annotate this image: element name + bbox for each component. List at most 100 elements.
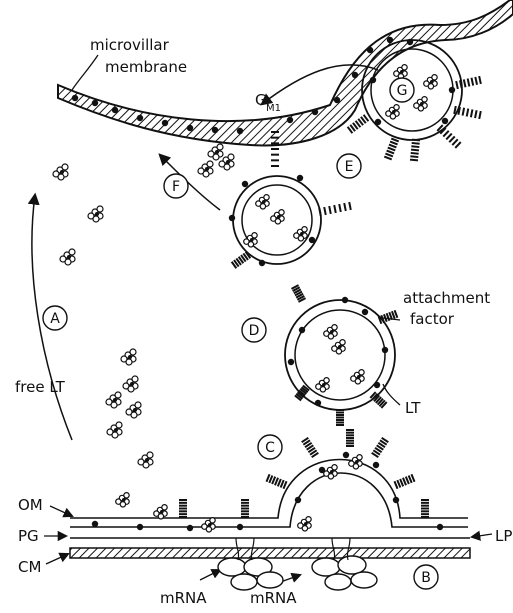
bacterial-envelope [70, 460, 470, 559]
label-factor: factor [410, 310, 455, 328]
lt-dot-icon [137, 115, 143, 121]
attachment-factor-icon [266, 474, 286, 488]
label-om: OM [18, 496, 43, 514]
lt-dot-icon [259, 260, 265, 266]
label-mrna-left: mRNA [160, 589, 207, 607]
toxin-molecule-icon [121, 349, 136, 365]
toxin-molecule-icon [294, 227, 308, 241]
lt-dot-icon [237, 128, 243, 134]
attachment-factor-icon [319, 202, 351, 216]
toxin-molecule-icon [349, 455, 363, 469]
stage-b-label: B [421, 570, 431, 586]
lt-dot-icon [162, 120, 168, 126]
stage-g-label: G [397, 83, 408, 99]
stage-d-label: D [249, 323, 260, 339]
toxin-molecule-icon [271, 210, 285, 224]
toxin-molecule-icon [107, 422, 122, 438]
label-lp: LP [495, 527, 512, 545]
lt-dot-icon [449, 87, 455, 93]
attachment-factor-icon [410, 140, 420, 161]
label-mrna-right: mRNA [250, 589, 297, 607]
lt-dot-icon [297, 175, 303, 181]
lt-dot-icon [112, 107, 118, 113]
lt-dot-icon [373, 462, 379, 468]
stage-e-label: E [345, 159, 354, 175]
lt-dot-icon [374, 382, 380, 388]
attachment-factor-icon [346, 430, 354, 446]
lt-dot-icon [393, 497, 399, 503]
arrow-cm [46, 554, 68, 564]
toxin-molecule-icon [106, 392, 121, 408]
attachment-factor-icon [241, 500, 249, 517]
attachment-factor-icon [232, 252, 251, 269]
label-pg: PG [18, 527, 39, 545]
lt-dot-icon [137, 524, 143, 530]
lt-dot-icon [299, 327, 305, 333]
lt-dot-icon [370, 77, 376, 83]
stage-b: B [414, 565, 438, 589]
toxin-molecule-icon [154, 505, 168, 519]
toxin-molecule-icon [256, 195, 269, 209]
toxin-molecule-icon [424, 75, 438, 89]
toxin-molecule-icon [324, 465, 338, 479]
arrow-lp [472, 534, 492, 537]
toxin-molecule-icon [298, 517, 312, 531]
lt-dot-icon [92, 521, 98, 527]
label-attachment: attachment [403, 289, 490, 307]
stage-a-label: A [50, 311, 60, 327]
lt-dot-icon [287, 117, 293, 123]
toxin-molecule-icon [138, 452, 153, 468]
lt-dot-icon [187, 525, 193, 531]
toxin-molecule-icon [123, 376, 138, 392]
arrow-mrna-left [200, 570, 220, 580]
stage-c-label: C [265, 440, 275, 456]
toxin-molecule-icon [126, 402, 141, 418]
cytoplasmic-membrane [70, 548, 470, 558]
attachment-factor-icon [271, 132, 279, 166]
lt-dot-icon [212, 127, 218, 133]
lt-dot-icon [343, 452, 349, 458]
lt-dot-icon [362, 309, 368, 315]
lt-dot-icon [309, 237, 315, 243]
stage-a: A [43, 306, 67, 330]
toxin-molecule-icon [316, 378, 330, 392]
stage-d: D [242, 318, 266, 342]
lt-dot-icon [187, 125, 193, 131]
attachment-factor-icon [379, 310, 398, 323]
lt-dot-icon [92, 100, 98, 106]
label-cm: CM [18, 558, 41, 576]
ribosome-clusters [218, 556, 377, 590]
lt-dot-icon [367, 47, 373, 53]
toxin-molecule-icon [202, 518, 216, 532]
lt-dot-icon [437, 524, 443, 530]
lt-dot-icon [315, 400, 321, 406]
toxin-molecule-icon [53, 164, 68, 180]
lt-dot-icon [442, 118, 448, 124]
lt-dot-icon [288, 359, 294, 365]
lt-dot-icon [382, 347, 388, 353]
stage-g: G [390, 78, 414, 102]
lt-dot-icon [72, 95, 78, 101]
stage-c: C [258, 435, 282, 459]
lt-dot-icon [229, 215, 235, 221]
stage-f-label: F [172, 179, 180, 195]
lt-dot-icon [352, 72, 358, 78]
toxin-molecule-icon [198, 161, 213, 177]
arrow-microvillar-label [72, 55, 98, 90]
label-gm1-g: G [255, 91, 267, 109]
attachment-factor-icon [384, 139, 398, 160]
lt-dot-icon [387, 37, 393, 43]
lt-dot-icon [334, 97, 340, 103]
toxin-molecule-icon [332, 340, 346, 354]
attachment-factor-icon [291, 285, 305, 302]
attachment-factor-icon [336, 410, 344, 425]
toxin-molecule-icon [386, 105, 400, 119]
attachment-factor-icon [437, 125, 460, 148]
toxin-molecule-icon [394, 65, 408, 79]
toxin-molecule-icon [88, 206, 103, 222]
lt-dot-icon [319, 467, 325, 473]
lt-dot-icon [295, 497, 301, 503]
label-lt: LT [405, 399, 421, 417]
